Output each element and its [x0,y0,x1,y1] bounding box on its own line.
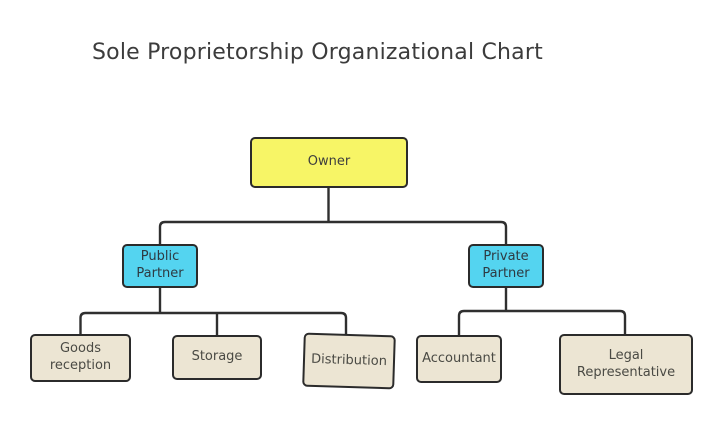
connector-public-partner-to-departments [79,288,348,335]
node-private-partner-label: Private Partner [482,249,530,281]
node-legal-representative: Legal Representative [559,334,693,395]
page-title: Sole Proprietorship Organizational Chart [92,40,543,65]
node-storage-label: Storage [191,349,243,365]
node-owner-label: Owner [307,154,351,170]
node-storage: Storage [172,335,262,380]
node-public-partner: Public Partner [122,244,198,288]
connector-private-partner-to-roles [457,288,627,335]
node-accountant-label: Accountant [422,350,496,366]
node-legal-representative-label: Legal Representative [576,347,676,380]
node-goods-reception: Goods reception [30,334,131,382]
node-distribution-label: Distribution [310,351,388,369]
node-owner: Owner [250,137,408,188]
node-goods-reception-label: Goods reception [49,341,112,373]
node-distribution: Distribution [302,332,396,390]
node-private-partner: Private Partner [468,244,544,288]
node-public-partner-label: Public Partner [136,249,184,281]
connector-owner-to-partners [158,188,508,244]
node-accountant: Accountant [416,335,502,383]
